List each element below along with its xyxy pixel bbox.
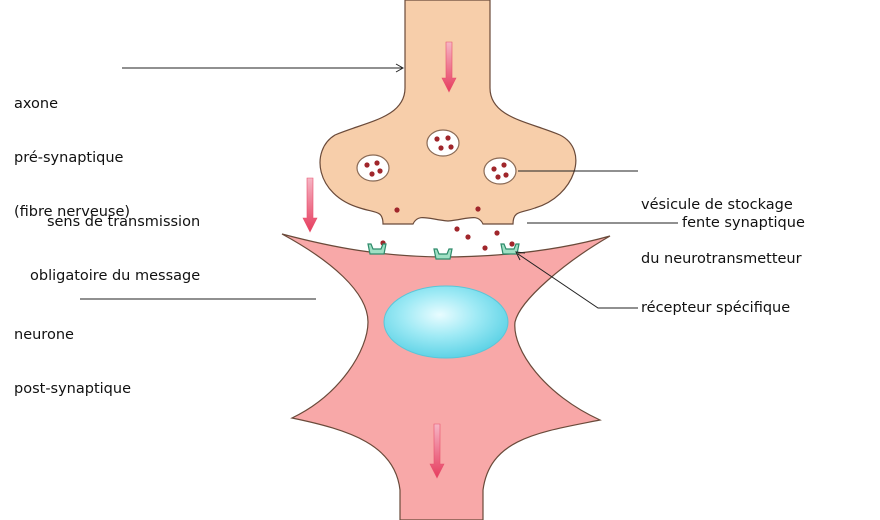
neurotransmitter-dot [394, 207, 399, 212]
neurotransmitter-dot [445, 135, 450, 140]
label-vesicule: vésicule de stockage du neurotransmetteu… [641, 160, 802, 304]
neurotransmitter-dot [364, 162, 369, 167]
neurotransmitter-dot [503, 172, 508, 177]
neurotransmitter-dot [438, 145, 443, 150]
label-fente-synaptique: fente synaptique [682, 214, 805, 232]
neurotransmitter-dot [495, 174, 500, 179]
label-sens-line2: obligatoire du message [30, 267, 200, 285]
label-axone-line2: pré-synaptique [14, 149, 130, 167]
neurotransmitter-dot [374, 160, 379, 165]
pre-synaptic-axon [320, 0, 576, 224]
neurotransmitter-dot [482, 245, 487, 250]
vesicle [427, 130, 459, 156]
label-neurone: neurone post-synaptique [14, 290, 131, 434]
label-recepteur-specifique: récepteur spécifique [641, 299, 790, 317]
down-arrow-icon [303, 178, 317, 232]
neurotransmitter-dot [369, 171, 374, 176]
nucleus [384, 286, 508, 358]
neurotransmitter-dot [509, 241, 514, 246]
label-axone-line1: axone [14, 95, 130, 113]
label-sens-line1: sens de transmission [30, 213, 200, 231]
neurotransmitter-dot [448, 144, 453, 149]
label-vesicule-line1: vésicule de stockage [641, 196, 802, 214]
vesicle [357, 155, 389, 181]
neurotransmitter-dot [434, 136, 439, 141]
neurotransmitter-dot [377, 168, 382, 173]
receptor [434, 249, 452, 259]
neurotransmitter-dot [454, 226, 459, 231]
post-synaptic-neuron [282, 234, 610, 520]
label-neurone-line1: neurone [14, 326, 131, 344]
neurotransmitter-dot [491, 166, 496, 171]
neurotransmitter-dot [494, 230, 499, 235]
neurotransmitter-dot [475, 206, 480, 211]
receptor [368, 244, 386, 254]
neurotransmitter-dot [465, 234, 470, 239]
label-neurone-line2: post-synaptique [14, 380, 131, 398]
vesicle [484, 158, 516, 184]
neurotransmitter-dot [501, 162, 506, 167]
label-vesicule-line2: du neurotransmetteur [641, 250, 802, 268]
